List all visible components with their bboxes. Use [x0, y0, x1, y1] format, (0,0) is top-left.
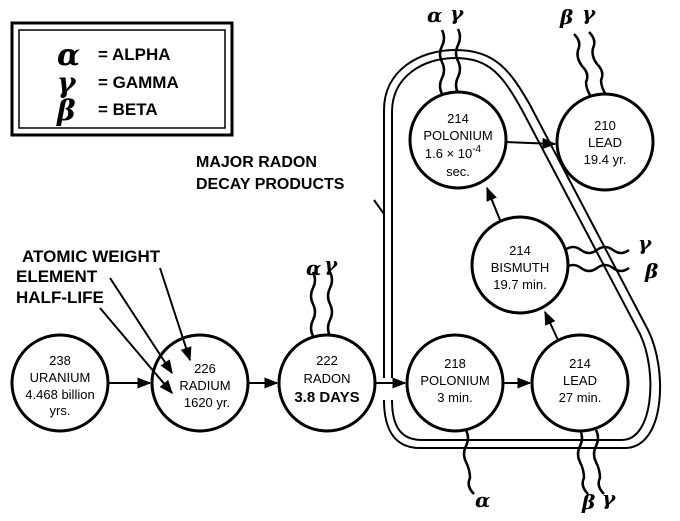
polonium218-weight: 218 — [444, 356, 466, 371]
legend-box: α = ALPHA γ = GAMMA β = BETA — [10, 21, 234, 137]
arrow-bismuth214-polonium214 — [486, 186, 501, 221]
emission-symbols: α γ α γ β γ γ β α β γ — [306, 1, 658, 514]
uranium-element: URANIUM — [30, 370, 91, 385]
lead210-element: LEAD — [588, 135, 622, 150]
decay-arrows — [108, 137, 559, 389]
legend-gamma-label: = GAMMA — [98, 73, 179, 92]
radon-alpha-symbol: α — [306, 256, 321, 280]
arrow-lead214-bismuth214 — [544, 310, 559, 341]
legend-beta-label: = BETA — [98, 100, 158, 119]
emission-lines — [309, 28, 630, 495]
bismuth214-element: BISMUTH — [491, 260, 550, 275]
polonium214-half-life-unit: sec. — [446, 164, 470, 179]
node-radon-222: 222 RADON 3.8 DAYS — [277, 333, 377, 433]
lead210-weight: 210 — [594, 118, 616, 133]
lead214-half-life: 27 min. — [559, 390, 602, 405]
node-uranium-238: 238 URANIUM 4.468 billion yrs. — [10, 333, 110, 433]
lead214-beta-ray — [576, 429, 589, 495]
uranium-weight: 238 — [49, 353, 71, 368]
lead214-beta-symbol: β — [581, 490, 595, 514]
node-polonium-214: 214 POLONIUM 1.6 × 10-4 sec. — [408, 90, 508, 190]
radon-element: RADON — [304, 371, 351, 386]
polonium218-element: POLONIUM — [420, 373, 489, 388]
legend-alpha-symbol: α — [57, 38, 80, 73]
radon-gamma-symbol: γ — [324, 252, 338, 276]
node-bismuth-214: 214 BISMUTH 19.7 min. — [470, 215, 570, 315]
lead214-weight: 214 — [569, 356, 591, 371]
bismuth214-weight: 214 — [509, 243, 531, 258]
lead210-gamma-ray — [588, 31, 609, 97]
node-lead-214: 214 LEAD 27 min. — [530, 333, 630, 433]
lead214-gamma-symbol: γ — [602, 486, 616, 510]
decay-products-loop — [383, 48, 662, 449]
uranium-half-life: 4.468 billion — [25, 387, 94, 402]
polonium214-gamma-symbol: γ — [450, 1, 464, 25]
lead210-beta-symbol: β — [559, 5, 573, 29]
radium-element: RADIUM — [179, 378, 230, 393]
lead214-element: LEAD — [563, 373, 597, 388]
label-atomic-weight: ATOMIC WEIGHT — [22, 247, 161, 266]
polonium214-gamma-ray — [454, 28, 462, 94]
node-lead-210: 210 LEAD 19.4 yr. — [555, 92, 655, 192]
bismuth214-beta-ray — [564, 263, 630, 273]
radon-alpha-ray — [309, 271, 317, 337]
polonium218-half-life: 3 min. — [437, 390, 472, 405]
legend-gamma-symbol: γ — [57, 66, 77, 99]
polonium214-alpha-ray — [438, 29, 446, 95]
bismuth214-half-life: 19.7 min. — [493, 277, 546, 292]
polonium214-weight: 214 — [447, 111, 469, 126]
label-pointers — [99, 199, 385, 395]
polonium218-alpha-ray — [462, 429, 475, 495]
uranium-half-life-unit: yrs. — [50, 403, 71, 418]
bismuth214-beta-symbol: β — [644, 259, 658, 283]
label-decay-products: DECAY PRODUCTS — [196, 176, 345, 193]
node-polonium-218: 218 POLONIUM 3 min. — [405, 333, 505, 433]
legend-alpha-label: = ALPHA — [98, 45, 171, 64]
polonium218-alpha-symbol: α — [475, 488, 490, 512]
radon-weight: 222 — [316, 353, 338, 368]
legend-beta-symbol: β — [56, 94, 76, 127]
bismuth214-gamma-symbol: γ — [638, 231, 652, 255]
bismuth214-gamma-ray — [564, 245, 630, 255]
lead214-gamma-ray — [592, 429, 605, 495]
radium-weight: 226 — [194, 361, 216, 376]
label-major-radon: MAJOR RADON — [196, 154, 317, 171]
polonium214-alpha-symbol: α — [427, 3, 442, 27]
radon-half-life: 3.8 DAYS — [294, 389, 359, 406]
lead210-half-life: 19.4 yr. — [584, 152, 627, 167]
radon-gamma-ray — [326, 271, 334, 337]
lead210-beta-ray — [573, 33, 594, 99]
node-radium-226: 226 RADIUM 1620 yr. — [150, 333, 250, 433]
label-half-life: HALF-LIFE — [16, 288, 104, 307]
radium-half-life: 1620 yr. — [184, 395, 230, 410]
label-element: ELEMENT — [16, 267, 98, 286]
polonium214-element: POLONIUM — [423, 128, 492, 143]
polonium214-half-life: 1.6 × 10-4 — [425, 144, 482, 161]
arrow-polonium214-lead210 — [505, 137, 557, 150]
lead210-gamma-symbol: γ — [582, 1, 596, 25]
